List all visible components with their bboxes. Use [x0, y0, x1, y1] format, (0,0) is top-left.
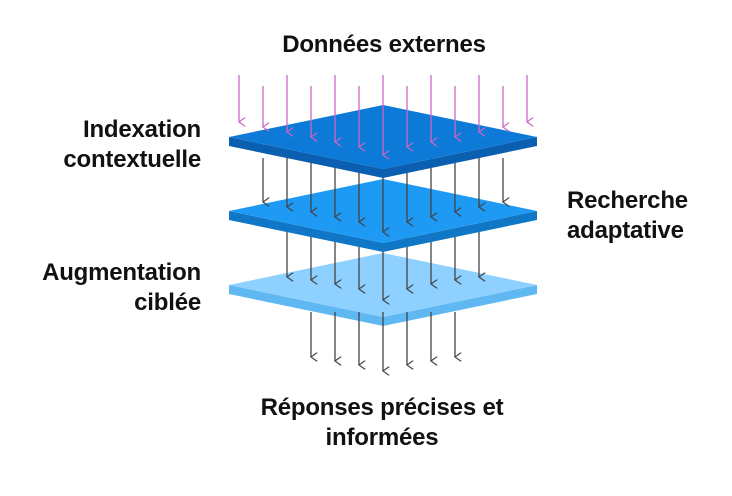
title-text: Données externes	[282, 31, 486, 58]
label-indexation-line-1: Indexation	[82, 116, 201, 143]
arrows-layer2-to-layer3	[287, 232, 479, 300]
layer-indexation-side	[229, 137, 537, 178]
label-output: Réponses précises et informées	[0, 393, 732, 453]
label-recherche-line-2: adaptative	[567, 217, 684, 244]
arrows-external-data	[239, 75, 527, 155]
arrows-output	[311, 312, 455, 371]
label-output-line-1: Réponses précises et	[260, 394, 504, 421]
label-output-line-2: informées	[325, 424, 439, 451]
label-indexation-line-2: contextuelle	[63, 146, 201, 173]
label-augmentation-line-2: ciblée	[134, 289, 201, 316]
label-augmentation-line-1: Augmentation	[42, 259, 201, 286]
label-augmentation: Augmentation ciblée	[42, 258, 201, 318]
label-recherche: Recherche adaptative	[567, 186, 688, 246]
title-external-data: Données externes	[0, 30, 732, 60]
layer-recherche-side	[229, 211, 537, 252]
label-recherche-line-1: Recherche	[567, 187, 688, 214]
label-indexation: Indexation contextuelle	[63, 115, 201, 175]
